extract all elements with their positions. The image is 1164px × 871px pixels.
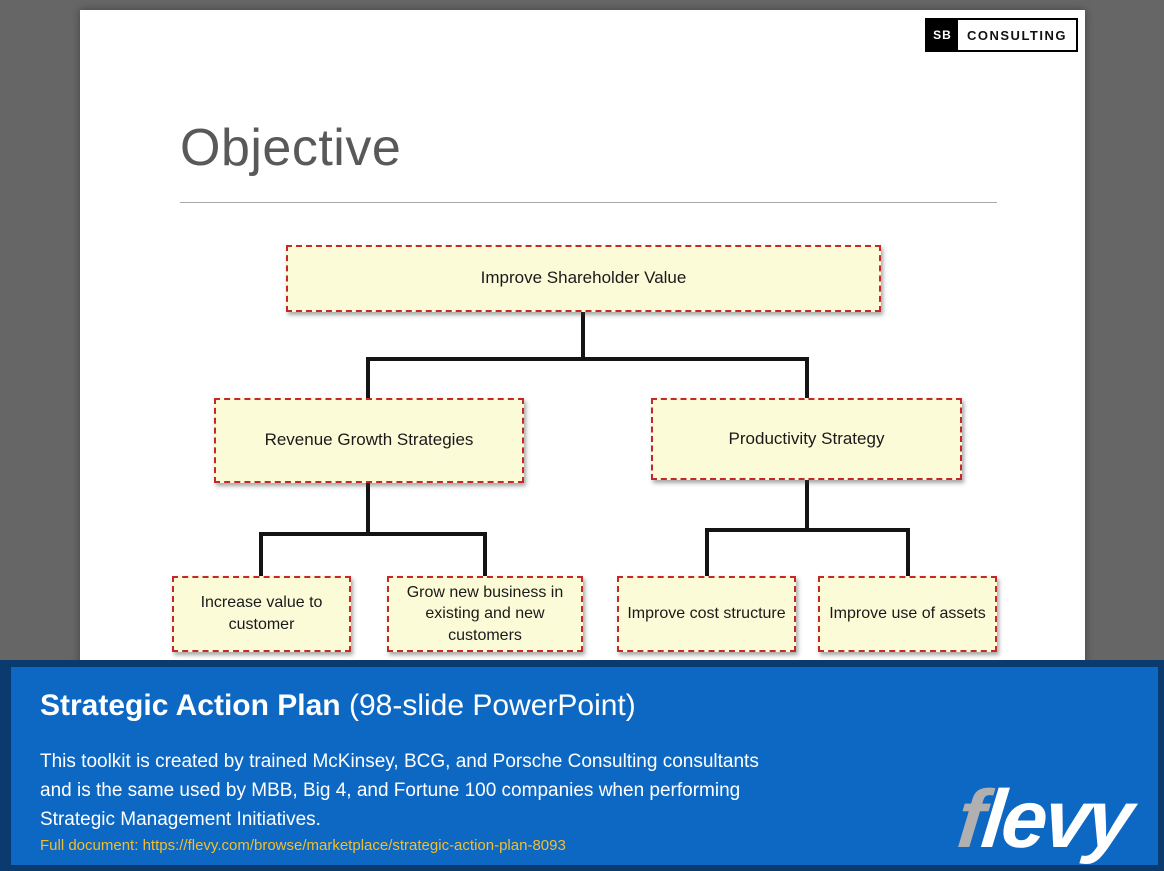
connector-child-3-drop <box>705 528 709 576</box>
title-underline <box>180 202 997 203</box>
document-title-name: Strategic Action Plan <box>40 689 341 722</box>
promo-banner: Strategic Action Plan (98-slide PowerPoi… <box>0 660 1164 871</box>
flevy-logo: flevy <box>953 774 1134 865</box>
connector-left-stem <box>366 483 370 536</box>
diagram-box-grow-new-business: Grow new business in existing and new cu… <box>387 576 583 652</box>
connector-child-4-drop <box>906 528 910 576</box>
connector-child-1-drop <box>259 532 263 576</box>
diagram-box-improve-use-of-assets: Improve use of assets <box>818 576 997 652</box>
slide-title: Objective <box>180 119 402 177</box>
diagram-box-improve-shareholder-value: Improve Shareholder Value <box>286 245 881 312</box>
connector-branch-left-drop <box>366 357 370 398</box>
promo-banner-inner: Strategic Action Plan (98-slide PowerPoi… <box>11 667 1158 865</box>
connector-right-stem <box>805 480 809 532</box>
diagram-box-improve-cost-structure: Improve cost structure <box>617 576 796 652</box>
sb-consulting-logo: SB CONSULTING <box>925 18 1078 52</box>
full-document-label: Full document: <box>40 837 139 854</box>
flevy-logo-levy: levy <box>977 774 1135 865</box>
document-description: This toolkit is created by trained McKin… <box>40 747 759 834</box>
description-line-3: Strategic Management Initiatives. <box>40 809 321 830</box>
diagram-box-increase-value-to-customer: Increase value to customer <box>172 576 351 652</box>
diagram-box-revenue-growth-strategies: Revenue Growth Strategies <box>214 398 524 483</box>
full-document-link[interactable]: https://flevy.com/browse/marketplace/str… <box>142 837 566 854</box>
connector-root-stem <box>581 312 585 361</box>
connector-child-2-drop <box>483 532 487 576</box>
document-title-format: (98-slide PowerPoint) <box>348 689 636 722</box>
full-document-line: Full document: https://flevy.com/browse/… <box>40 837 566 854</box>
sb-logo-label: CONSULTING <box>967 27 1067 43</box>
document-title: Strategic Action Plan (98-slide PowerPoi… <box>40 689 636 723</box>
sb-logo-initials: SB <box>927 20 958 50</box>
connector-branch-right-drop <box>805 357 809 398</box>
description-line-1: This toolkit is created by trained McKin… <box>40 751 759 772</box>
connector-left-rail <box>259 532 487 536</box>
connector-right-rail <box>705 528 910 532</box>
description-line-2: and is the same used by MBB, Big 4, and … <box>40 780 741 801</box>
diagram-box-productivity-strategy: Productivity Strategy <box>651 398 962 480</box>
connector-level1-rail <box>366 357 809 361</box>
